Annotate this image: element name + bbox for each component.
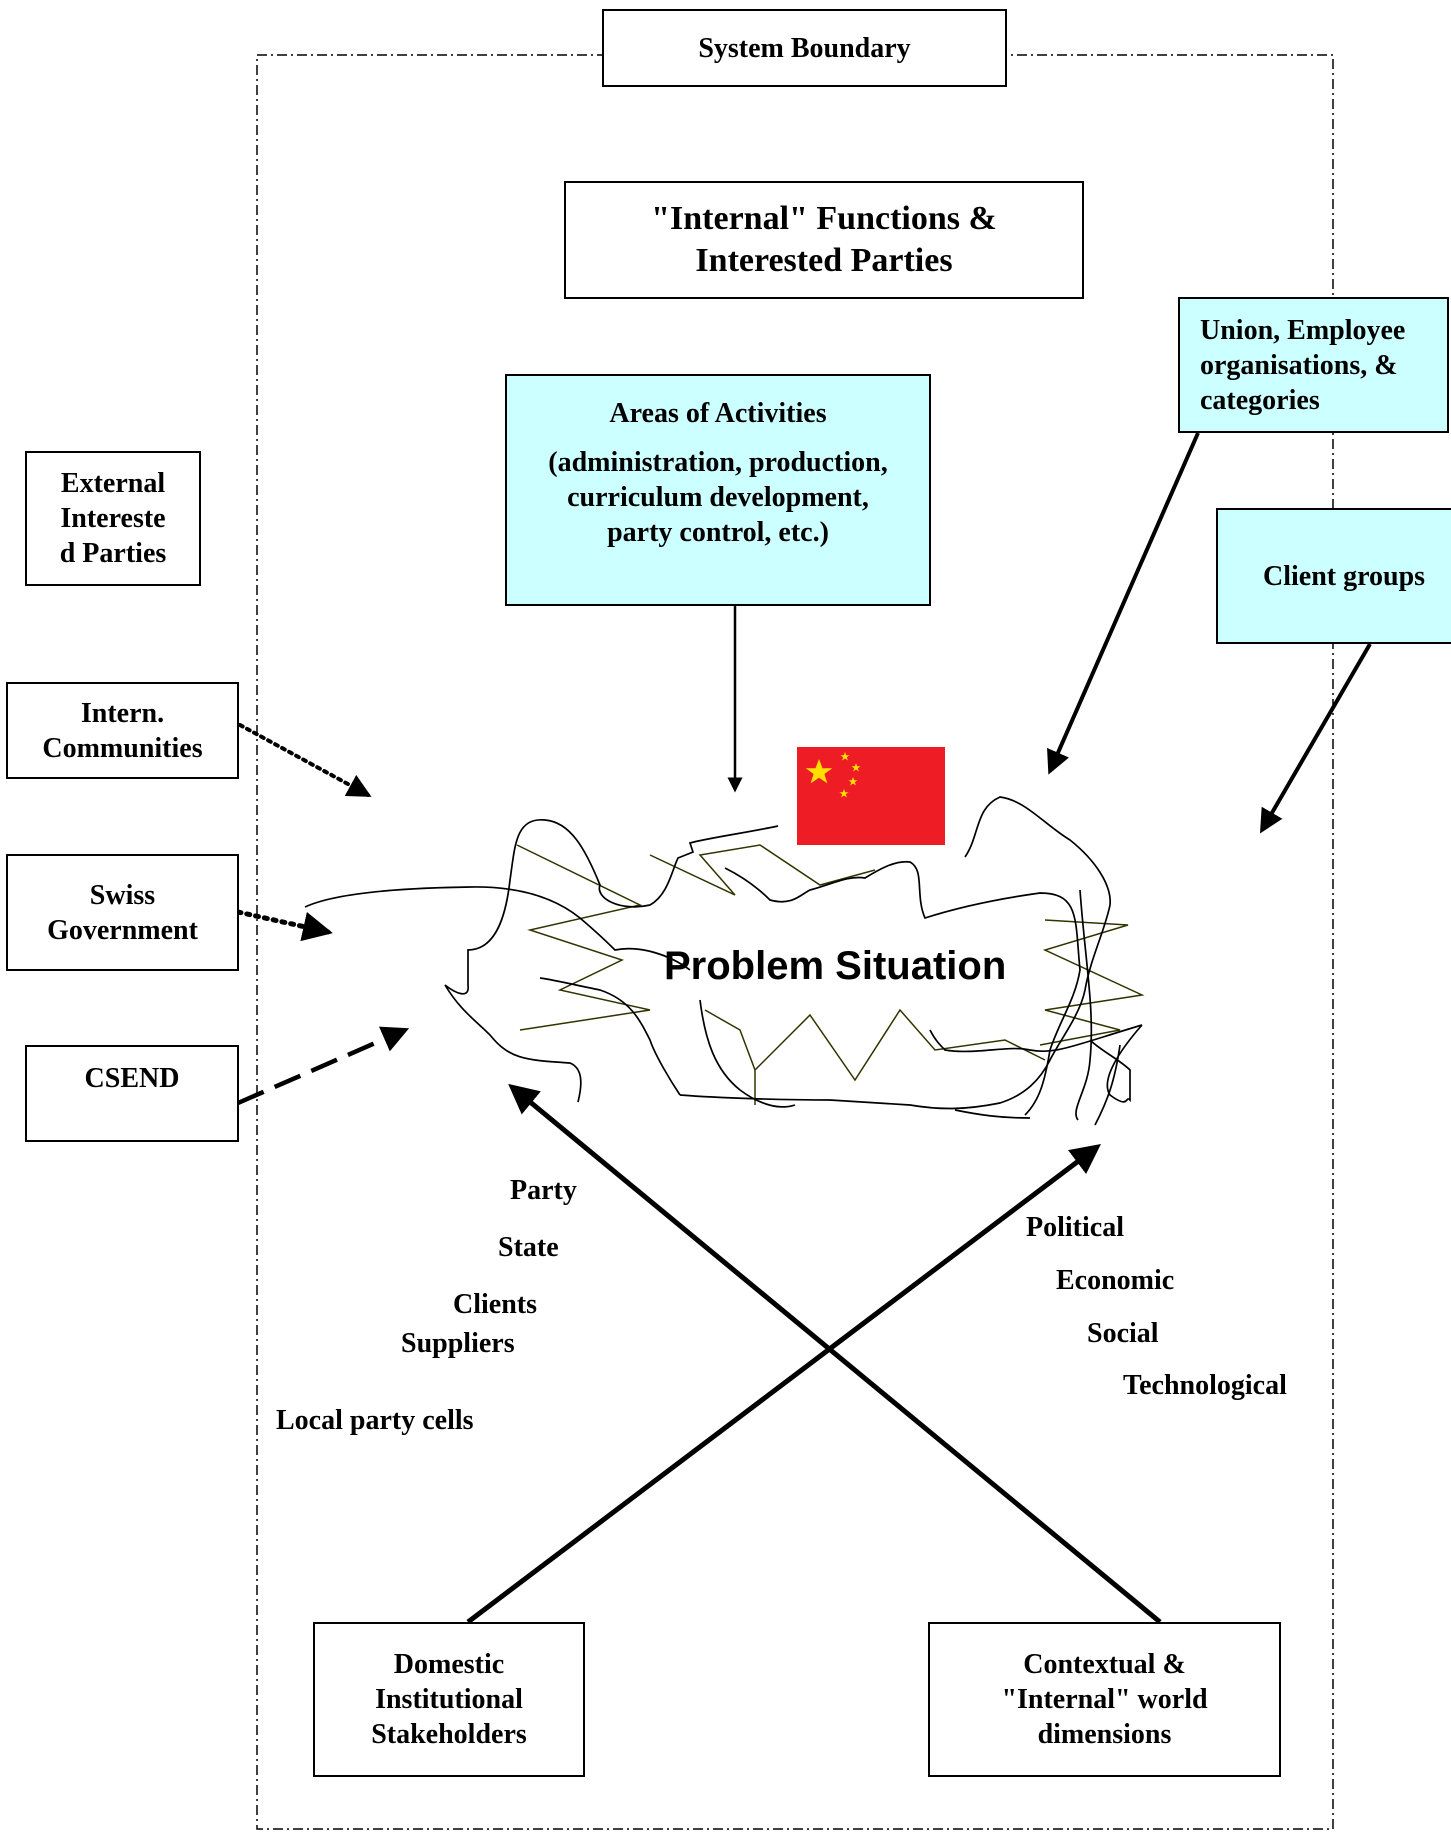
swiss-government-box: Swiss Government [6, 854, 239, 971]
contextual-dimensions-box: Contextual & "Internal" world dimensions [928, 1622, 1281, 1777]
arrow-union-to-problem [1047, 432, 1200, 775]
arrow-contextual-to-problem [508, 1083, 1162, 1624]
areas-of-activities-box: Areas of Activities (administration, pro… [505, 374, 931, 606]
arrow-csend-to-problem [237, 1026, 410, 1106]
union-text: Union, Employee organisations, & categor… [1200, 314, 1406, 416]
flag-small-star [851, 763, 861, 772]
flag-small-star [848, 777, 858, 786]
problem-situation-text: Problem Situation [664, 944, 1007, 982]
flag-small-star [840, 752, 850, 761]
areas-detail: (administration, production, curriculum … [548, 447, 888, 548]
label-state: State [498, 1232, 559, 1263]
arrow-government-to-problem [235, 909, 333, 942]
arrow-communities-to-problem [238, 723, 372, 797]
label-economic: Economic [1056, 1265, 1175, 1296]
label-political: Political [1026, 1212, 1124, 1243]
intern-communities-box: Intern. Communities [6, 682, 239, 779]
contextual-dimensions-text: Contextual & "Internal" world dimensions [1001, 1649, 1208, 1750]
system-boundary-label: System Boundary [602, 9, 1007, 87]
areas-title: Areas of Activities [609, 398, 827, 429]
label-party: Party [510, 1175, 577, 1206]
internal-functions-text: "Internal" Functions & Interested Partie… [651, 199, 997, 280]
csend-box: CSEND [25, 1045, 239, 1142]
external-parties-text: External Intereste d Parties [59, 468, 167, 569]
label-clients: Clients [453, 1289, 537, 1320]
label-social: Social [1087, 1318, 1159, 1349]
csend-text: CSEND [84, 1063, 180, 1094]
flag-big-star [805, 759, 833, 784]
label-technological: Technological [1123, 1370, 1287, 1401]
arrow-clients-to-problem [1259, 642, 1372, 834]
label-local-party-cells: Local party cells [276, 1405, 474, 1436]
internal-functions-box: "Internal" Functions & Interested Partie… [564, 181, 1084, 299]
china-flag-icon [797, 747, 945, 845]
problem-situation-label: Problem Situation [664, 938, 1014, 982]
system-boundary-text: System Boundary [698, 32, 911, 64]
problem-situation-shape [304, 796, 1145, 1126]
china-flag-stars [805, 752, 861, 798]
domestic-stakeholders-text: Domestic Institutional Stakeholders [371, 1649, 527, 1750]
system-boundary-frame [256, 54, 1334, 1830]
swiss-government-text: Swiss Government [47, 879, 198, 946]
union-box: Union, Employee organisations, & categor… [1178, 297, 1449, 433]
intern-communities-text: Intern. Communities [42, 697, 203, 764]
client-groups-box: Client groups [1216, 508, 1451, 644]
domestic-stakeholders-box: Domestic Institutional Stakeholders [313, 1622, 585, 1777]
external-parties-box: External Intereste d Parties [25, 451, 201, 586]
label-suppliers: Suppliers [401, 1328, 515, 1359]
arrow-domestic-to-problem [466, 1143, 1101, 1624]
flag-small-star [839, 789, 849, 798]
client-groups-text: Client groups [1263, 560, 1426, 592]
